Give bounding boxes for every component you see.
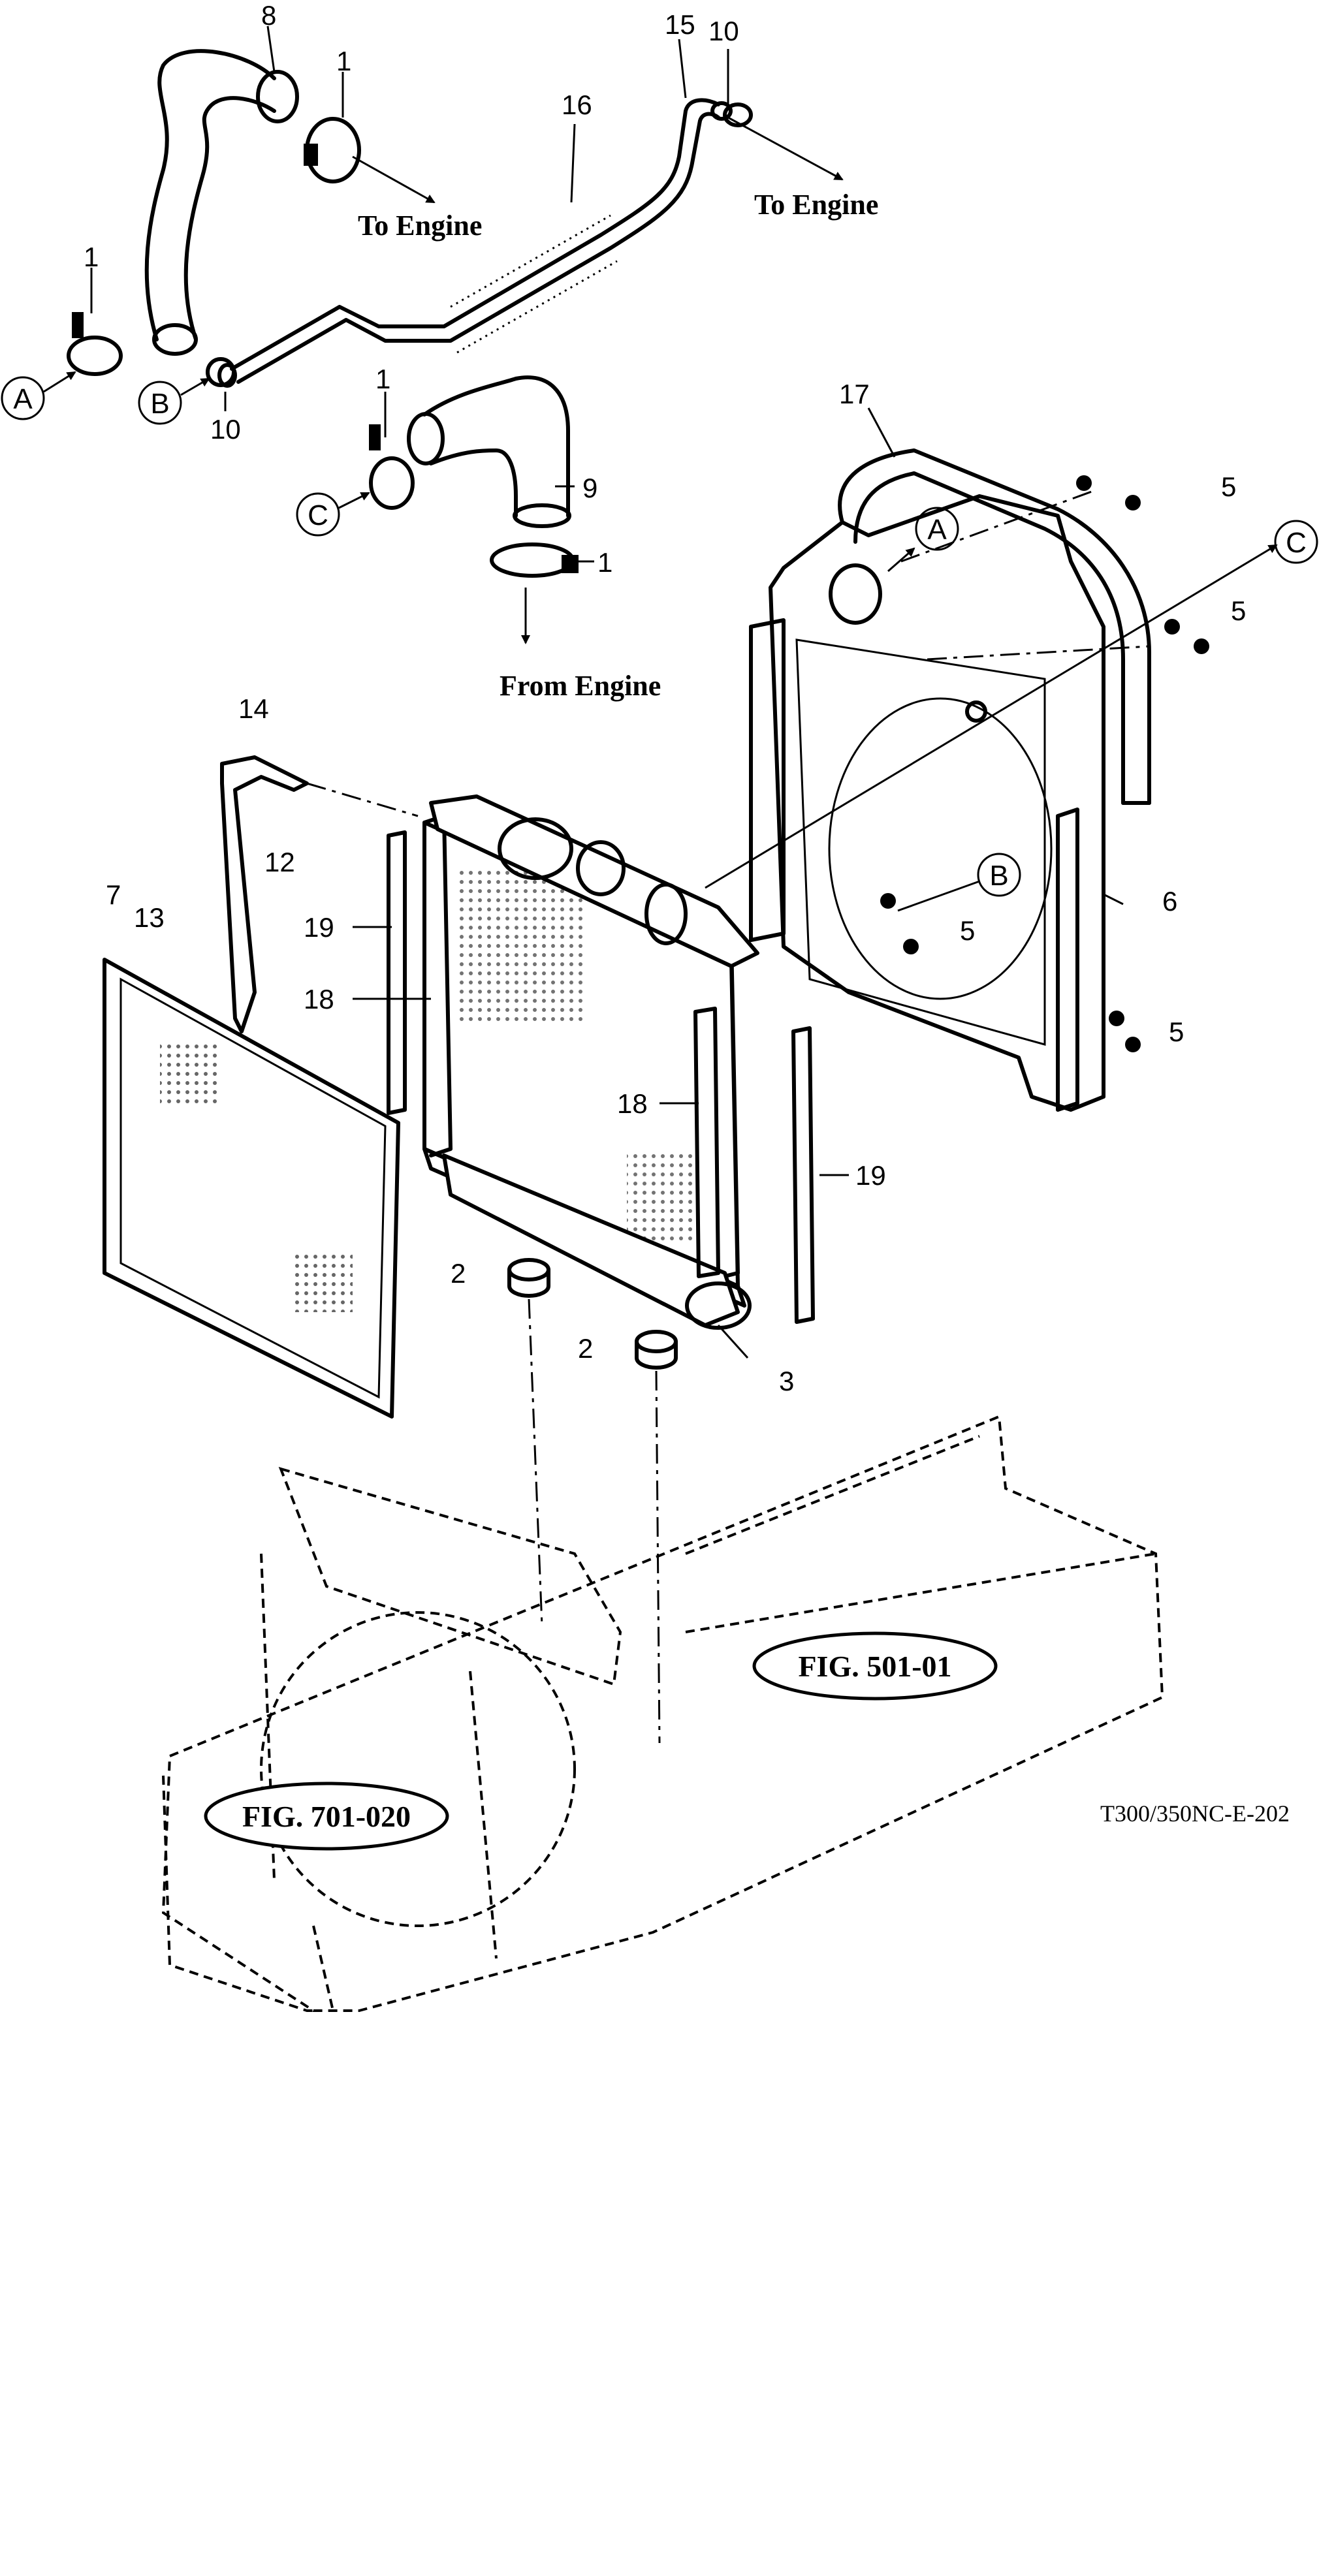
connection-marker-b-shroud: B — [897, 853, 1021, 912]
svg-text:FIG. 701-020: FIG. 701-020 — [242, 1800, 411, 1833]
connection-marker-c-shroud: C — [1274, 520, 1318, 564]
callout-2: 2 — [451, 1258, 466, 1289]
callout-1: 1 — [84, 242, 99, 272]
callout-19: 19 — [855, 1160, 886, 1191]
mounting-cushion-front — [507, 1258, 550, 1298]
fig-701-020-reference: FIG. 701-020 — [204, 1782, 449, 1851]
callout-17: 17 — [839, 379, 870, 409]
radiator-bottom-tank — [442, 1154, 752, 1330]
svg-text:B: B — [989, 860, 1008, 892]
hose-clamp-lower-left — [369, 424, 415, 510]
cushion-guide-line — [528, 1298, 543, 1626]
callout-18: 18 — [617, 1088, 648, 1119]
lower-hose — [407, 375, 571, 528]
connection-arrow-c — [705, 544, 1278, 889]
callout-7: 7 — [106, 879, 121, 910]
svg-text:B: B — [150, 388, 169, 420]
callout-9: 9 — [582, 473, 597, 503]
to-engine-label-right: To Engine — [754, 189, 878, 221]
callout-8: 8 — [261, 0, 276, 31]
hose-clamp-top — [304, 117, 361, 183]
to-engine-arrow-right — [727, 116, 844, 181]
rubber-seal-outer-right — [791, 1026, 815, 1324]
bolt-guide-line — [900, 488, 1098, 563]
stay-guide-line — [306, 782, 419, 817]
callout-5: 5 — [960, 915, 975, 946]
hose-clamp-lower — [490, 542, 579, 578]
fig-501-01-reference: FIG. 501-01 — [752, 1631, 998, 1701]
leader-lines — [90, 25, 1124, 1359]
bolt-set-bottom — [1109, 1011, 1141, 1052]
bolt-guide-line — [927, 645, 1150, 661]
radiator-screen — [103, 958, 400, 1419]
callout-19: 19 — [304, 912, 334, 943]
callout-5: 5 — [1221, 471, 1236, 502]
to-engine-arrow-left — [352, 155, 436, 204]
callout-16: 16 — [562, 89, 592, 120]
callout-1: 1 — [336, 46, 351, 76]
callout-1: 1 — [375, 364, 390, 394]
radiator-core — [422, 814, 746, 1308]
callout-13: 13 — [134, 902, 165, 933]
radiator-top-tank — [429, 794, 759, 968]
callout-5: 5 — [1169, 1016, 1184, 1047]
callout-2: 2 — [578, 1333, 593, 1364]
fan-guard — [838, 448, 1151, 805]
hose-clamp-left — [67, 312, 123, 376]
machine-frame-phantom — [161, 1415, 1164, 2012]
svg-text:A: A — [927, 514, 947, 546]
callout-3: 3 — [779, 1366, 794, 1396]
rubber-seal-inner-left — [387, 830, 407, 1115]
upper-hose — [144, 49, 299, 356]
callout-1: 1 — [597, 547, 612, 578]
mounting-cushion-rear — [635, 1330, 678, 1370]
callout-14: 14 — [238, 693, 269, 724]
callout-15: 15 — [665, 9, 695, 40]
callout-5: 5 — [1231, 595, 1246, 626]
from-engine-label: From Engine — [500, 670, 661, 702]
svg-text:C: C — [1286, 527, 1307, 559]
connection-marker-a-shroud: A — [915, 507, 959, 551]
svg-text:A: A — [13, 383, 33, 415]
callout-18: 18 — [304, 984, 334, 1014]
connection-marker-c: C — [296, 492, 370, 537]
connection-arrow-a — [887, 547, 915, 573]
connection-marker-b: B — [138, 377, 210, 425]
callout-10: 10 — [210, 414, 241, 445]
svg-text:FIG. 501-01: FIG. 501-01 — [798, 1650, 951, 1683]
callout-12: 12 — [264, 847, 295, 877]
small-clamp-b — [206, 357, 236, 387]
bolt-set-inner — [880, 893, 919, 954]
fan-shroud — [749, 494, 1105, 1112]
callout-10: 10 — [708, 16, 739, 46]
radiator-stay — [220, 755, 309, 1033]
bolt-set-mid — [1164, 619, 1209, 654]
cushion-guide-line — [655, 1370, 661, 1744]
drawing-code: T300/350NC-E-202 — [1100, 1800, 1290, 1827]
connection-marker-a: A — [1, 371, 76, 420]
to-engine-label-left: To Engine — [358, 210, 482, 242]
overflow-hose — [217, 98, 753, 388]
bolt-set-top — [1076, 475, 1141, 510]
svg-text:C: C — [308, 499, 328, 531]
rubber-seal-inner-right — [693, 1007, 720, 1278]
callout-6: 6 — [1162, 886, 1177, 917]
